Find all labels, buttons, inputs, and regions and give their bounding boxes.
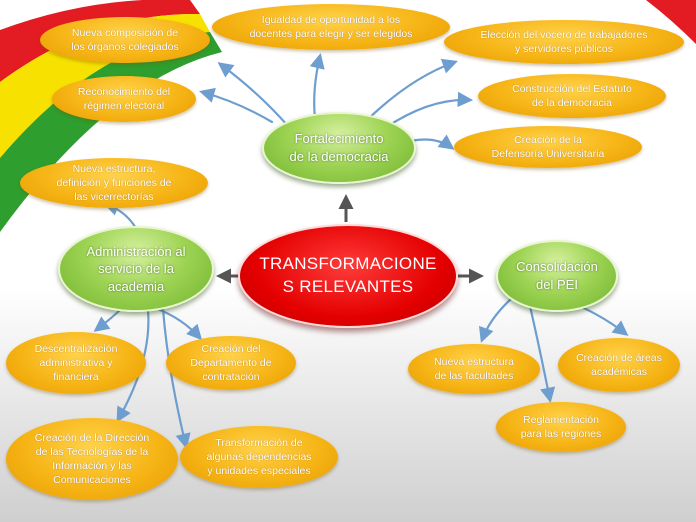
connector-admin-contratacion (153, 306, 203, 341)
flag-ribbon-green (0, 32, 222, 232)
connector-pei-regiones (528, 304, 556, 404)
item-nueva-estructura-vicerrectorias: Nueva estructura, definición y funciones… (20, 158, 208, 208)
connector-pei-facultades (478, 296, 514, 343)
item-descentralizacion: Descentralización administrativa y finan… (6, 332, 146, 394)
item-igualdad-oportunidad: Igualdad de oportunidad a los docentes p… (212, 4, 450, 50)
connector-admin-descentralizacion (93, 306, 124, 332)
item-eleccion-vocero: Elección del vocero de trabajadores y se… (444, 20, 684, 64)
connector-democracia-composicion (217, 62, 290, 128)
connector-admin-dependencias (161, 307, 191, 449)
item-construccion-estatuto: Construcción del Estatuto de la democrac… (478, 74, 666, 118)
item-direccion-tic: Creación de la Dirección de las Tecnolog… (6, 418, 178, 500)
node-administracion-academia: Administración al servicio de la academi… (58, 226, 214, 312)
item-reconocimiento-regimen: Reconocimiento del régimen electoral (52, 76, 196, 122)
connector-democracia-vocero (363, 58, 458, 124)
flag-ribbon-red-right (646, 0, 696, 44)
connector-democracia-regimen (199, 87, 274, 124)
item-nueva-composicion: Nueva composición de los órganos colegia… (40, 17, 210, 63)
flag-ribbon-red (0, 0, 200, 82)
item-departamento-contratacion: Creación del Departamento de contratació… (166, 336, 296, 390)
item-defensoria-universitaria: Creación de la Defensoría Universitaria (454, 126, 642, 168)
connector-democracia-igualdad (309, 53, 325, 120)
node-fortalecimiento-democracia: Fortalecimiento de la democracia (262, 112, 416, 184)
item-estructura-facultades: Nueva estructura de las facultades (408, 344, 540, 394)
item-transformacion-dependencias: Transformación de algunas dependencias y… (180, 426, 338, 488)
node-consolidacion-pei: Consolidación del PEI (496, 240, 618, 312)
item-reglamentacion-regiones: Reglamentación para las regiones (496, 402, 626, 452)
center-node: TRANSFORMACIONE S RELEVANTES (238, 224, 458, 328)
item-areas-academicas: Creación de áreas académicas (558, 338, 680, 392)
